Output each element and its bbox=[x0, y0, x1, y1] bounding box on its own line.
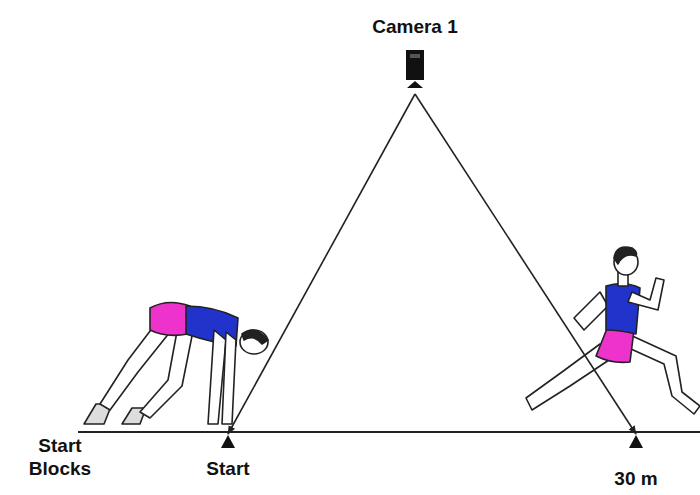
running-sprinter bbox=[526, 247, 700, 414]
camera-body bbox=[406, 50, 424, 80]
shirt bbox=[606, 283, 640, 334]
marker-label: 30 m bbox=[600, 468, 672, 490]
start-marker: Start bbox=[198, 434, 258, 482]
arm bbox=[628, 278, 664, 310]
hair bbox=[614, 247, 637, 264]
hair bbox=[242, 330, 268, 344]
distance-marker: 30 m bbox=[600, 434, 672, 490]
sight-line-arrow bbox=[228, 94, 415, 434]
marker-triangle bbox=[629, 435, 643, 448]
sight-line-arrow bbox=[415, 94, 636, 434]
start-blocks-label: Start Blocks bbox=[14, 434, 106, 480]
marker-triangle bbox=[600, 434, 672, 450]
marker-triangle bbox=[198, 434, 258, 450]
arm bbox=[574, 292, 608, 330]
head bbox=[240, 330, 268, 354]
crouched-sprinter bbox=[84, 302, 268, 424]
marker-triangle bbox=[221, 435, 235, 448]
shorts bbox=[150, 302, 190, 335]
camera-label: Camera 1 bbox=[365, 16, 465, 38]
camera-icon bbox=[365, 38, 465, 94]
marker-label: Start bbox=[198, 458, 258, 480]
camera-node: Camera 1 bbox=[365, 16, 465, 94]
track-line bbox=[78, 431, 700, 433]
camera-lens bbox=[410, 54, 420, 58]
camera-mount bbox=[407, 81, 423, 88]
front-leg bbox=[140, 326, 192, 418]
arm bbox=[222, 332, 236, 424]
